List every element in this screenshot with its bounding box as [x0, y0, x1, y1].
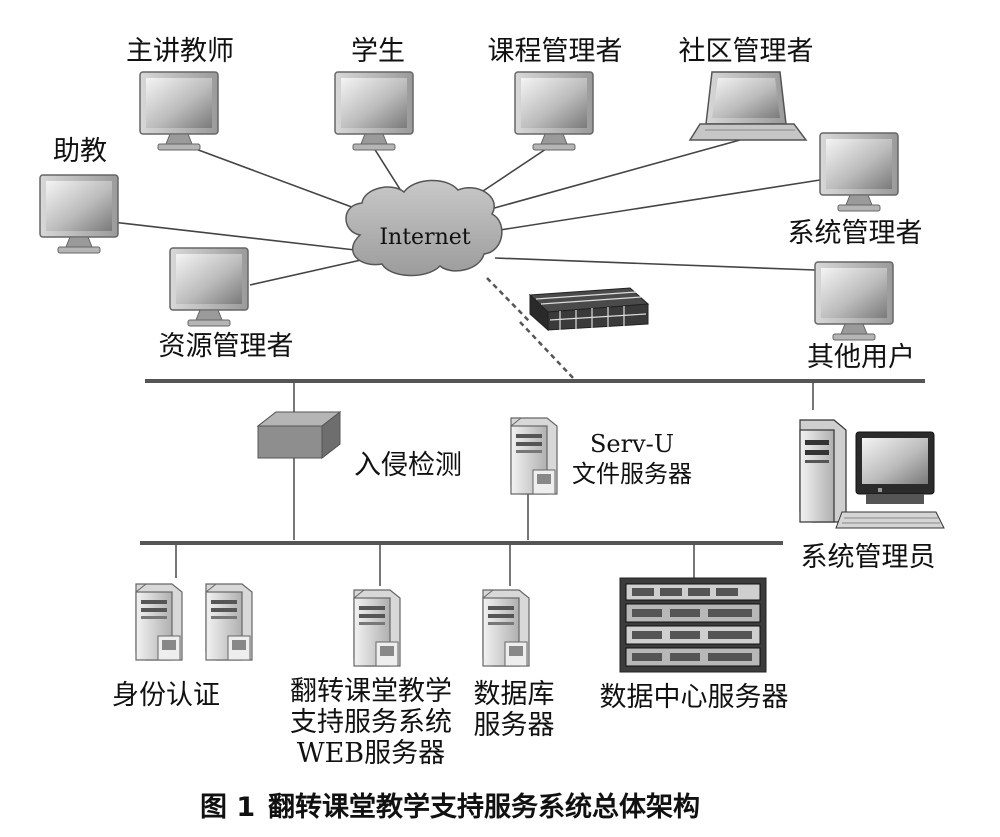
servu-file-server — [510, 417, 558, 495]
intrusion-detection-device — [256, 410, 342, 460]
label-servu-line1: Serv-U — [590, 430, 674, 458]
label-web-line3: WEB服务器 — [297, 738, 445, 769]
label-system-operator: 系统管理员 — [801, 542, 936, 573]
label-lead-teacher: 主讲教师 — [126, 36, 234, 67]
label-assistant: 助教 — [53, 136, 107, 167]
monitor-lead-teacher — [139, 71, 219, 151]
caption-title: 翻转课堂教学支持服务系统总体架构 — [268, 791, 700, 823]
label-course-admin: 课程管理者 — [488, 36, 623, 67]
label-datacenter: 数据中心服务器 — [600, 682, 789, 713]
label-other-users: 其他用户 — [807, 342, 915, 373]
label-community-admin: 社区管理者 — [679, 36, 814, 67]
label-db-line1: 数据库 — [474, 679, 555, 710]
monitor-other-users — [814, 261, 894, 341]
monitor-student — [334, 71, 414, 151]
firewall — [528, 287, 650, 332]
monitor-resource-admin — [169, 247, 249, 327]
label-auth: 身份认证 — [112, 680, 220, 711]
monitor-assistant — [39, 174, 119, 254]
internet-cloud: Internet — [345, 179, 503, 277]
caption-number: 图 1 — [200, 792, 255, 823]
label-db-line2: 服务器 — [474, 710, 555, 741]
label-intrusion-detection: 入侵检测 — [354, 450, 462, 481]
label-student: 学生 — [351, 36, 405, 67]
web-server — [353, 589, 401, 667]
database-server — [482, 589, 530, 667]
label-system-admin-user: 系统管理者 — [788, 218, 923, 249]
label-resource-admin: 资源管理者 — [159, 331, 294, 362]
laptop-community-admin — [688, 71, 808, 141]
auth-server-1 — [135, 583, 183, 661]
internet-label: Internet — [379, 225, 470, 250]
auth-server-2 — [205, 583, 253, 661]
monitor-system-admin — [819, 132, 899, 212]
label-web-line1: 翻转课堂教学 — [290, 676, 452, 707]
firewall-link — [486, 277, 576, 381]
label-web-line2: 支持服务系统 — [290, 707, 452, 738]
monitor-course-admin — [514, 71, 594, 151]
datacenter-rack — [619, 577, 767, 673]
operator-workstation — [799, 419, 945, 529]
label-servu-line2: 文件服务器 — [572, 460, 692, 488]
